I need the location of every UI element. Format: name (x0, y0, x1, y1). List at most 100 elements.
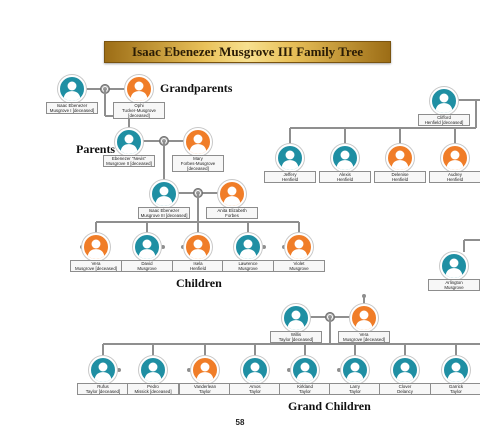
connector-dot (337, 368, 341, 372)
connector-line (197, 193, 199, 222)
person-name: Isaac Ebenezer Musgrove III [deceased] (140, 208, 188, 218)
connector-line (463, 240, 465, 252)
connector-line (163, 141, 165, 180)
person-name: Clifford Henfield [deceased] (424, 115, 464, 125)
person-card: Pedro Missick [deceased] (127, 356, 179, 400)
connector-dot (362, 294, 366, 298)
connector-line (128, 116, 130, 128)
person-silhouette-icon (441, 144, 469, 172)
person-name: Vera Musgrove [deceased] (343, 332, 385, 342)
name-box: Vera Musgrove [deceased] (338, 331, 390, 343)
connector-line (152, 344, 154, 356)
person-silhouette-icon (285, 233, 313, 261)
person-silhouette-icon (442, 356, 470, 384)
connector-line (304, 344, 306, 356)
connector-line (344, 128, 346, 144)
person-silhouette-icon (82, 233, 110, 261)
name-box: Pedro Missick [deceased] (127, 383, 179, 395)
connector-dot (187, 368, 191, 372)
person-card: Delenise Henfield (374, 144, 426, 188)
name-box: Larry Taylor (329, 383, 381, 395)
person-silhouette-icon (440, 252, 468, 280)
page-number: 58 (235, 418, 245, 427)
person-silhouette-icon (291, 356, 319, 384)
person-silhouette-icon (115, 128, 143, 156)
person-name: Larry Taylor (349, 384, 361, 394)
person-card: Isaac Ebenezer Musgrove III [deceased] (138, 180, 190, 224)
connector-dot (287, 368, 291, 372)
connector-line (103, 343, 480, 345)
person-card: Lawrence Musgrove (222, 233, 274, 277)
name-box: Vera Musgrove [deceased] (70, 260, 122, 272)
person-name: Ebenezer "Nevis" Musgrove II [deceased] (106, 156, 152, 166)
name-box: Arlington Musgrove (428, 279, 480, 291)
person-card: Kirkland Taylor (279, 356, 331, 400)
person-silhouette-icon (282, 304, 310, 332)
connector-dot (262, 245, 266, 249)
person-name: Lawrence Musgrove (238, 261, 258, 271)
person-silhouette-icon (241, 356, 269, 384)
person-card: Willis Taylor [deceased] (270, 304, 322, 348)
person-name: Jeffery Henfield (281, 172, 299, 182)
person-name: Isaac Ebenezer Musgrove I [deceased] (49, 103, 95, 113)
person-silhouette-icon (133, 233, 161, 261)
connector-dot (117, 368, 121, 372)
label-parents: Parents (76, 142, 116, 156)
connector-line (329, 317, 331, 344)
person-card: Rufus Taylor [deceased] (77, 356, 129, 400)
name-box: Alexis Henfield (319, 171, 371, 183)
person-card: Vanderlean Taylor (179, 356, 231, 400)
connector-line (204, 344, 206, 356)
person-silhouette-icon (331, 144, 359, 172)
person-silhouette-icon (391, 356, 419, 384)
name-box: Lawrence Musgrove (222, 260, 274, 272)
name-box: Ebenezer "Nevis" Musgrove II [deceased] (103, 155, 155, 167)
person-card: Ophi Tucker-Musgrove [deceased] (113, 75, 165, 119)
person-card: Vera Musgrove [deceased] (70, 233, 122, 277)
person-name: Ophi Tucker-Musgrove [deceased] (122, 103, 156, 118)
connector-line (247, 222, 249, 233)
name-box: Isaac Ebenezer Musgrove III [deceased] (138, 207, 190, 219)
person-card: Alexis Henfield (319, 144, 371, 188)
person-name: Clover Delancy (397, 384, 413, 394)
person-name: Willis Taylor [deceased] (278, 332, 314, 342)
person-name: Vera Musgrove [deceased] (75, 261, 117, 271)
name-box: Isaac Ebenezer Musgrove I [deceased] (46, 102, 98, 114)
person-name: Vanderlean Taylor (193, 384, 217, 394)
connector-line (102, 344, 104, 356)
label-children: Children (176, 276, 222, 290)
name-box: Anita Elizabeth Forbes (206, 207, 258, 219)
connector-line (464, 239, 480, 241)
person-silhouette-icon (191, 356, 219, 384)
person-card: Larry Taylor (329, 356, 381, 400)
connector-line (455, 344, 457, 356)
person-card: Isaac Ebenezer Musgrove I [deceased] (46, 75, 98, 119)
person-card: Amos Taylor (229, 356, 281, 400)
connector-line (458, 99, 480, 101)
person-card: Mary Forbes-Musgrove [deceased] (172, 128, 224, 172)
person-silhouette-icon (386, 144, 414, 172)
name-box: Audrey Henfield (429, 171, 480, 183)
label-grandparents: Grandparents (160, 81, 233, 95)
person-silhouette-icon (139, 356, 167, 384)
name-box: Willis Taylor [deceased] (270, 331, 322, 343)
name-box: Clover Delancy (379, 383, 431, 395)
name-box: David Musgrove (121, 260, 173, 272)
person-name: Garrick Taylor (448, 384, 464, 394)
name-box: Clifford Henfield [deceased] (418, 114, 470, 126)
person-name: Kirkland Taylor (297, 384, 313, 394)
connector-line (475, 100, 477, 128)
person-silhouette-icon (234, 233, 262, 261)
person-silhouette-icon (341, 356, 369, 384)
connector-line (197, 222, 199, 233)
connector-line (363, 296, 365, 304)
person-silhouette-icon (125, 75, 153, 103)
name-box: Amos Taylor (229, 383, 281, 395)
person-name: Arlington Musgrove (444, 280, 464, 290)
person-silhouette-icon (276, 144, 304, 172)
title-banner: Isaac Ebenezer Musgrove III Family Tree (104, 41, 391, 63)
connector-dot (181, 245, 185, 249)
connector-line (298, 222, 300, 233)
person-silhouette-icon (350, 304, 378, 332)
name-box: Kirkland Taylor (279, 383, 331, 395)
